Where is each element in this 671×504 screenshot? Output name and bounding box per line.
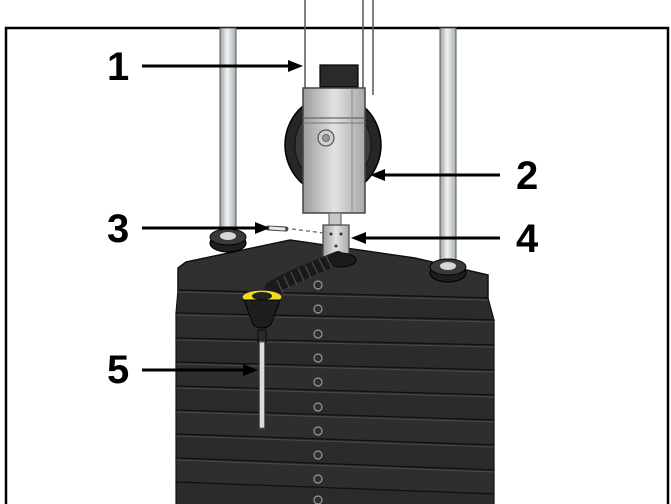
callout-5-number: 5 bbox=[107, 348, 129, 392]
top-plate bbox=[177, 239, 489, 299]
callout-3-arrow bbox=[142, 222, 270, 234]
callout-3-number: 3 bbox=[107, 207, 129, 251]
callout-4-arrow bbox=[351, 232, 500, 244]
coiled-cord bbox=[265, 251, 345, 295]
diagram-frame bbox=[4, 26, 670, 504]
callouts: 1 2 3 4 5 bbox=[107, 45, 539, 392]
callout-2-number: 2 bbox=[516, 154, 538, 198]
pin-reference bbox=[265, 225, 325, 234]
callout-1-number: 1 bbox=[107, 45, 129, 89]
rod-bushings bbox=[209, 228, 467, 283]
weight-selector-pin bbox=[241, 289, 283, 429]
callout-5-arrow bbox=[142, 364, 258, 376]
top-cap-block bbox=[319, 64, 359, 88]
right-guide-rod bbox=[439, 27, 457, 274]
guide-rods bbox=[219, 27, 457, 274]
callout-2-arrow bbox=[370, 169, 500, 181]
selector-holes bbox=[313, 280, 323, 504]
plate-10 bbox=[175, 481, 495, 504]
callout-1-arrow bbox=[142, 60, 303, 72]
left-guide-rod bbox=[219, 27, 237, 249]
callout-4-number: 4 bbox=[516, 217, 539, 261]
pulley-bracket bbox=[302, 87, 366, 214]
cables bbox=[304, 0, 374, 95]
